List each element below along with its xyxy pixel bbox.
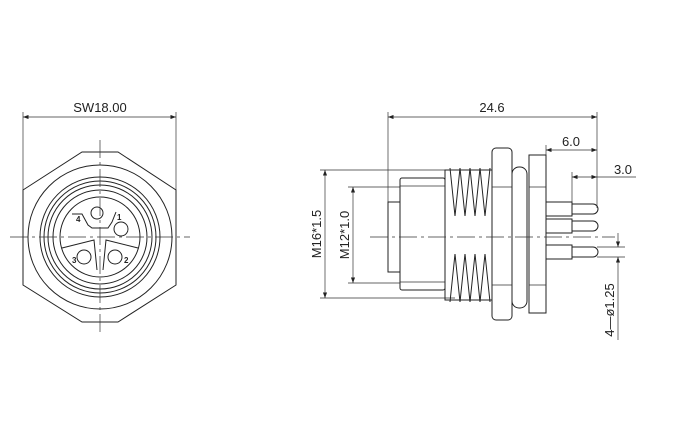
side-view: 24.6 6.0 3.0 M16*1.5 M12*1.0 — [309, 100, 636, 340]
center-key-hole — [90, 206, 104, 220]
pin-base — [545, 218, 573, 234]
hex-nut-outline — [22, 151, 177, 323]
pins — [545, 201, 599, 260]
inner-thread-dimension-label: M12*1.0 — [337, 211, 352, 259]
front-view: SW18.00 1 2 3 4 — [10, 100, 190, 335]
key-outline — [72, 211, 117, 229]
pin-base — [545, 244, 573, 260]
outer-thread-dimension-label: M16*1.5 — [309, 210, 324, 258]
length-dimension-label: 24.6 — [479, 100, 504, 115]
flange-plate — [528, 154, 547, 314]
pin-hole-3 — [76, 249, 92, 265]
pin-base — [545, 201, 573, 217]
lower-thread — [449, 253, 491, 303]
pin-tip-dimension-label: 3.0 — [614, 162, 632, 177]
hex-nut — [491, 147, 513, 321]
pin-hole-1 — [113, 221, 129, 237]
pin-tip — [572, 220, 599, 232]
body-sleeve — [399, 177, 446, 291]
pin-tip — [572, 246, 599, 258]
o-ring — [511, 166, 528, 309]
pin-label-4: 4 — [76, 215, 81, 224]
pin-tip — [572, 203, 599, 215]
pin-label-3: 3 — [72, 256, 77, 265]
pin-hole-2 — [107, 249, 123, 265]
insert-dividers — [61, 239, 139, 271]
pin-diameter-label: 4—ø1.25 — [602, 283, 617, 336]
pin-label-1: 1 — [117, 213, 122, 222]
pin-label-2: 2 — [124, 256, 129, 265]
upper-thread — [449, 167, 491, 217]
sw-dimension-label: SW18.00 — [73, 100, 126, 115]
pin-length-dimension-label: 6.0 — [562, 134, 580, 149]
